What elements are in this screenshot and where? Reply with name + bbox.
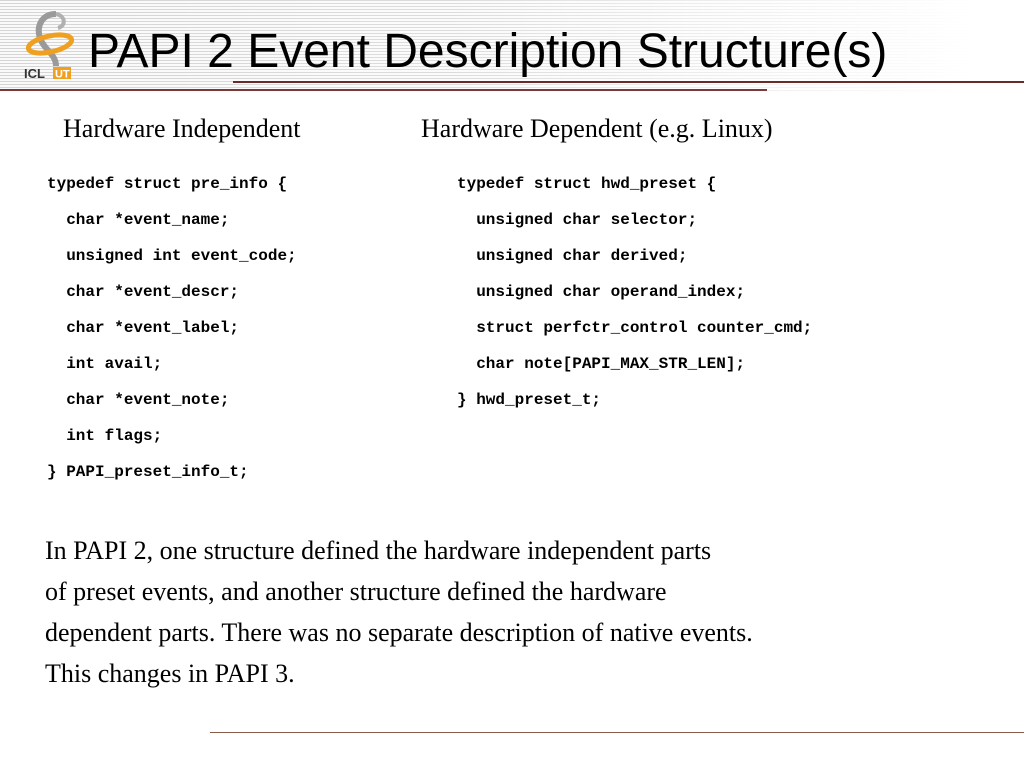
code-line: char *event_descr;: [47, 283, 240, 301]
code-line: unsigned char selector;: [457, 211, 698, 229]
left-heading: Hardware Independent: [63, 114, 301, 143]
code-line: int avail;: [47, 355, 163, 373]
title-underline: [233, 81, 1024, 83]
code-line: char *event_name;: [47, 211, 230, 229]
svg-text:ICL: ICL: [24, 66, 45, 81]
icl-ut-logo: ICL UT: [24, 11, 75, 81]
header-divider: [0, 89, 767, 91]
svg-text:UT: UT: [55, 69, 70, 81]
paragraph-line: dependent parts. There was no separate d…: [45, 618, 753, 647]
code-line: int flags;: [47, 427, 163, 445]
code-line: unsigned char operand_index;: [457, 283, 746, 301]
slide-title: PAPI 2 Event Description Structure(s): [88, 25, 888, 78]
code-line: char *event_label;: [47, 319, 240, 337]
paragraph-line: In PAPI 2, one structure defined the har…: [45, 536, 712, 565]
right-heading: Hardware Dependent (e.g. Linux): [421, 114, 773, 143]
code-line: char note[PAPI_MAX_STR_LEN];: [457, 355, 746, 373]
code-line: unsigned int event_code;: [47, 247, 297, 265]
code-line: struct perfctr_control counter_cmd;: [457, 319, 813, 337]
pre-info-struct-code: typedef struct pre_info { char *event_na…: [47, 166, 297, 490]
code-line: } PAPI_preset_info_t;: [47, 463, 249, 481]
hwd-preset-struct-code: typedef struct hwd_preset { unsigned cha…: [457, 166, 812, 418]
code-line: char *event_note;: [47, 391, 230, 409]
code-line: typedef struct hwd_preset {: [457, 175, 717, 193]
explanation-paragraph: In PAPI 2, one structure defined the har…: [45, 530, 1005, 694]
code-line: } hwd_preset_t;: [457, 391, 602, 409]
footer-divider: [210, 732, 1024, 733]
header-fade: [0, 0, 1024, 92]
paragraph-line: of preset events, and another structure …: [45, 577, 667, 606]
paragraph-line: This changes in PAPI 3.: [45, 659, 295, 688]
code-line: unsigned char derived;: [457, 247, 688, 265]
code-line: typedef struct pre_info {: [47, 175, 288, 193]
